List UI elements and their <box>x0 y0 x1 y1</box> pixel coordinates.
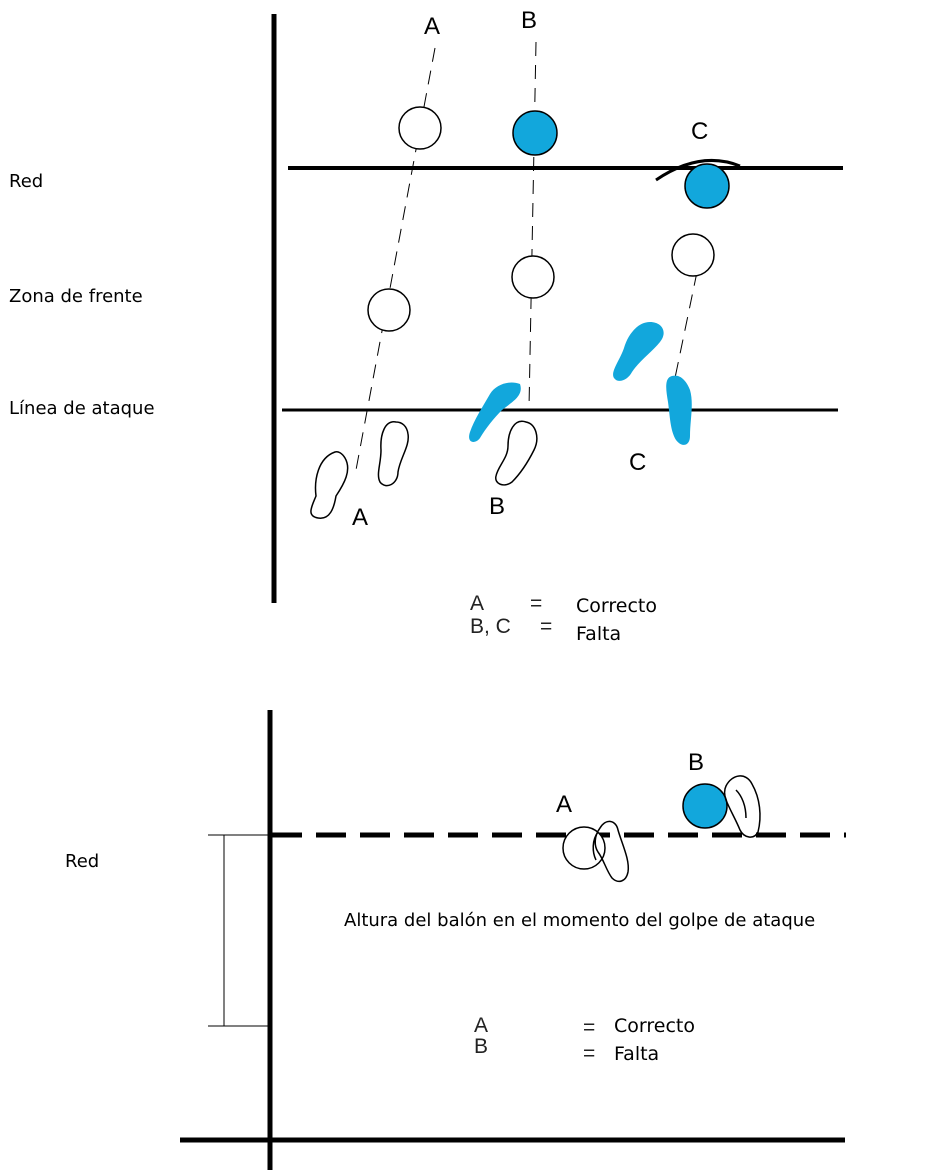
ball-height-diagram: A B Red Altura del balón en el momento d… <box>65 710 846 1170</box>
ball-a-high <box>398 106 442 150</box>
legend-bottom-row2-eq: = <box>583 1042 595 1065</box>
ball-height-caption: Altura del balón en el momento del golpe… <box>344 910 815 931</box>
trajectory-b <box>528 41 537 409</box>
footprint-a-right <box>377 421 409 487</box>
footprint-a-left <box>310 451 349 519</box>
footprint-b-legal <box>495 420 538 486</box>
legend-bottom-row1-key: A <box>474 1014 488 1037</box>
ball-b-high <box>512 110 558 156</box>
attack-line-label: Línea de ataque <box>9 398 155 419</box>
legend-bottom-row2-key: B <box>474 1035 488 1058</box>
legend-top-row2-value: Falta <box>576 623 621 645</box>
legend-top-row1-eq: = <box>530 592 542 615</box>
hand-arc-c <box>655 159 741 182</box>
footprints-b <box>469 382 538 486</box>
legend-top-row2-eq: = <box>540 615 552 638</box>
player-c-top-letter: C <box>691 118 708 145</box>
footprint-c-back <box>666 375 692 445</box>
legend-bottom-row1-eq: = <box>583 1016 595 1039</box>
hand-a-icon <box>592 820 630 883</box>
player-b-bottom-letter: B <box>489 493 505 520</box>
ball-b <box>682 783 728 829</box>
trajectory-c <box>674 271 698 379</box>
ball-b-low <box>511 255 555 299</box>
legend-top-row1-value: Correcto <box>576 595 657 617</box>
legend-bottom-row2-value: Falta <box>614 1043 659 1065</box>
footprints-a <box>310 421 409 519</box>
footprint-b-fault <box>469 382 521 442</box>
player-a-top-letter: A <box>424 13 440 40</box>
hand-b-icon <box>723 775 761 838</box>
footprint-c-front <box>613 322 664 381</box>
attack-line-diagram: A B C A B C Red Zona de frente Línea de … <box>9 7 843 645</box>
front-zone-label: Zona de frente <box>9 286 143 307</box>
net-label-bottom: Red <box>65 851 99 872</box>
player-a-letter: A <box>556 791 572 818</box>
ball-a <box>562 826 606 870</box>
legend-bottom: A = Correcto B = Falta <box>474 1014 695 1065</box>
legend-bottom-row1-value: Correcto <box>614 1015 695 1037</box>
ball-c-net <box>684 163 730 209</box>
ball-a-low <box>367 288 411 332</box>
footprints-c <box>613 322 692 445</box>
player-a-bottom-letter: A <box>352 504 368 531</box>
player-b-letter: B <box>688 749 704 776</box>
net-label: Red <box>9 171 43 192</box>
ball-c-low <box>671 233 715 277</box>
player-b-top-letter: B <box>521 7 537 34</box>
legend-top-row2-key: B, C <box>470 615 511 638</box>
player-c-bottom-letter: C <box>629 449 646 476</box>
legend-top: A = Correcto B, C = Falta <box>470 592 657 645</box>
legend-top-row1-key: A <box>470 592 484 615</box>
